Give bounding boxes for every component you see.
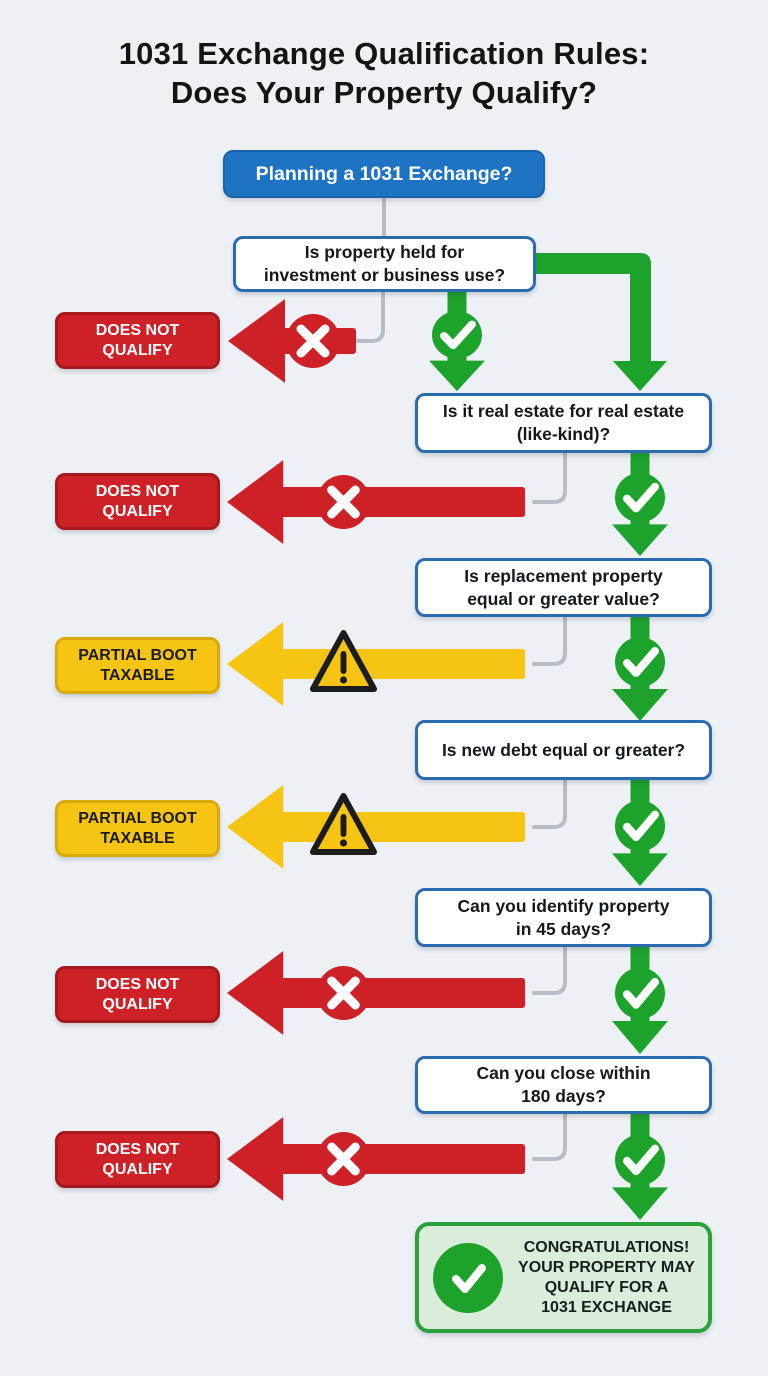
question-text: Is it real estate for real estate xyxy=(442,401,685,422)
final-line4: 1031 EXCHANGE xyxy=(541,1298,672,1316)
final-line3: QUALIFY FOR A xyxy=(544,1278,669,1296)
start-node-label: Planning a 1031 Exchange? xyxy=(255,162,513,185)
green-elbow-arrow xyxy=(536,253,667,391)
green-down-arrow-check-1 xyxy=(429,292,485,391)
connector-q2-to-fail xyxy=(532,451,567,504)
question-text: (like-kind)? xyxy=(516,424,611,444)
question-text: Is replacement property xyxy=(464,565,663,586)
question-text: in 45 days? xyxy=(515,918,612,939)
outcome-label: DOES NOT QUALIFY xyxy=(95,321,180,359)
page-title-line2: Does Your Property Qualify? xyxy=(170,75,598,111)
outcome-label: DOES NOT QUALIFY xyxy=(95,1140,180,1178)
question-investment-use: Is property held for investment or busin… xyxy=(233,236,536,292)
connector-q5-to-fail xyxy=(532,945,567,995)
question-text: Is new debt equal or greater? xyxy=(441,739,686,760)
final-success-text: CONGRATULATIONS! YOUR PROPERTY MAY QUALI… xyxy=(515,1238,698,1318)
outcome-label: DOES NOT QUALIFY xyxy=(95,975,180,1013)
question-text: equal or greater value? xyxy=(467,588,660,609)
checkmark-icon xyxy=(433,1242,503,1313)
connector-lines xyxy=(356,196,567,1161)
green-down-arrow-check-6 xyxy=(612,1114,668,1220)
outcome-label: PARTIAL BOOT TAXABLE xyxy=(78,809,197,847)
red-left-arrow-cross-3 xyxy=(227,951,525,1035)
green-down-arrow-check-5 xyxy=(612,947,668,1054)
connector-q3-to-warn xyxy=(532,615,567,666)
question-identify-45-days: Can you identify property in 45 days? xyxy=(415,888,712,947)
yellow-left-arrow-warning-2 xyxy=(227,785,525,869)
outcome-does-not-qualify-2: DOES NOT QUALIFY xyxy=(55,473,220,530)
question-text: Can you close within xyxy=(476,1063,651,1084)
question-replacement-value: Is replacement property equal or greater… xyxy=(415,558,712,617)
question-text: investment or business use? xyxy=(263,265,506,285)
green-down-arrow-check-4 xyxy=(612,780,668,886)
outcome-partial-boot-2: PARTIAL BOOT TAXABLE xyxy=(55,800,220,857)
question-text: Can you identify property xyxy=(457,895,670,916)
outcome-does-not-qualify-4: DOES NOT QUALIFY xyxy=(55,1131,220,1188)
green-down-arrow-check-2 xyxy=(612,453,668,556)
final-success-node: CONGRATULATIONS! YOUR PROPERTY MAY QUALI… xyxy=(415,1222,712,1333)
connector-q6-to-fail xyxy=(532,1112,567,1161)
red-left-arrow-cross-1 xyxy=(228,299,356,383)
outcome-label: DOES NOT QUALIFY xyxy=(95,482,180,520)
start-node: Planning a 1031 Exchange? xyxy=(223,150,545,198)
question-new-debt: Is new debt equal or greater? xyxy=(415,720,712,780)
page-title-line1: 1031 Exchange Qualification Rules: xyxy=(118,36,650,71)
final-line2: YOUR PROPERTY MAY xyxy=(518,1258,695,1276)
question-close-180-days: Can you close within 180 days? xyxy=(415,1056,712,1114)
connector-q4-to-warn xyxy=(532,778,567,829)
outcome-label: PARTIAL BOOT TAXABLE xyxy=(78,646,197,684)
final-line1: CONGRATULATIONS! xyxy=(523,1238,690,1256)
outcome-partial-boot-1: PARTIAL BOOT TAXABLE xyxy=(55,637,220,694)
green-down-arrow-check-3 xyxy=(612,617,668,721)
question-text: 180 days? xyxy=(521,1086,606,1106)
question-like-kind: Is it real estate for real estate (like-… xyxy=(415,393,712,453)
outcome-does-not-qualify-1: DOES NOT QUALIFY xyxy=(55,312,220,369)
yellow-left-arrow-warning-1 xyxy=(227,622,525,706)
red-left-arrow-cross-2 xyxy=(227,460,525,544)
connector-q1-to-fail xyxy=(356,290,385,343)
outcome-does-not-qualify-3: DOES NOT QUALIFY xyxy=(55,966,220,1023)
red-left-arrow-cross-4 xyxy=(227,1117,525,1201)
question-text: Is property held for xyxy=(304,242,465,263)
page-title: 1031 Exchange Qualification Rules: Does … xyxy=(0,34,768,112)
